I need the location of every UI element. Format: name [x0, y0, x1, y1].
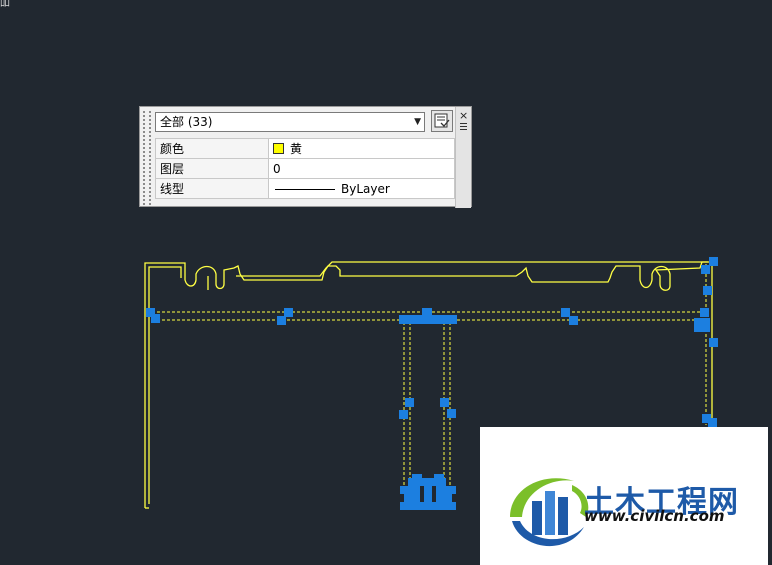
property-key: 图层: [155, 158, 269, 179]
property-row-layer[interactable]: 图层 0: [155, 158, 455, 179]
property-value-cell[interactable]: 黄: [268, 138, 455, 159]
object-type-value: 全部 (33): [160, 115, 213, 129]
palette-grip-handle[interactable]: [143, 111, 151, 205]
corner-glyph: 吅: [0, 0, 10, 8]
watermark: 土木工程网 www.civilcn.com: [480, 427, 768, 565]
properties-table: 颜色 黄 图层 0 线型 ByLayer: [155, 138, 455, 199]
object-type-dropdown[interactable]: 全部 (33) ▼: [155, 112, 425, 132]
close-icon[interactable]: ×: [459, 109, 469, 122]
watermark-url: www.civilcn.com: [584, 507, 725, 525]
property-row-linetype[interactable]: 线型 ByLayer: [155, 178, 455, 199]
menu-icon[interactable]: [460, 123, 467, 132]
property-row-color[interactable]: 颜色 黄: [155, 138, 455, 159]
property-key: 颜色: [155, 138, 269, 159]
quick-properties-palette[interactable]: 全部 (33) ▼ 颜色 黄 图层 0 线型 ByLayer ×: [139, 106, 472, 208]
civilcn-logo-icon: [510, 478, 589, 547]
dropdown-arrow-icon[interactable]: ▼: [414, 117, 421, 127]
palette-side-bar: ×: [455, 107, 471, 208]
quick-select-icon: [434, 113, 450, 128]
quick-select-button[interactable]: [431, 110, 453, 132]
property-value: ByLayer: [341, 181, 390, 196]
property-value: 黄: [290, 142, 303, 156]
property-value-cell[interactable]: ByLayer: [268, 178, 455, 199]
property-value[interactable]: 0: [268, 158, 455, 179]
line-sample-icon: [275, 188, 335, 190]
yellow-swatch-icon: [273, 143, 284, 154]
selection-grips[interactable]: [146, 257, 718, 510]
profile-outline: [144, 261, 713, 509]
property-key: 线型: [155, 178, 269, 199]
watermark-brand: 土木工程网: [584, 485, 739, 520]
